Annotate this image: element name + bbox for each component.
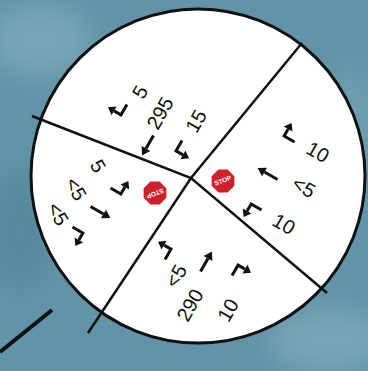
road-divider [32,116,327,293]
road-divider [88,43,302,333]
volume-count: 295 [143,94,177,133]
volume-count: <5 [162,261,191,291]
through-arrow [255,164,280,184]
through-arrow [138,133,158,158]
stop-sign [206,164,240,198]
volume-count: 10 [269,210,298,238]
volume-count: 10 [214,295,242,324]
volume-count: 5 [129,82,152,102]
map-texture [0,5,368,370]
turn-arrow [152,237,173,259]
volume-count: 10 [303,138,332,166]
turn-arrow [110,175,132,196]
volume-count: <5 [62,174,91,204]
callout-circle [31,9,365,343]
leader-line [0,310,52,352]
through-arrow [196,249,216,274]
volume-count: <5 [44,199,73,229]
turn-arrow [174,140,195,162]
through-arrow [88,202,113,222]
turn-arrow [280,120,302,141]
volume-count: 290 [173,286,207,325]
turn-arrow [232,261,253,283]
volume-count: 5 [87,156,110,176]
stop-sign-text: STOP [146,187,165,199]
turn-arrow [65,227,87,248]
stop-sign [138,176,172,210]
turn-arrow [105,97,126,119]
turn-arrow [239,202,261,223]
stop-sign-text: STOP [214,175,233,187]
volume-count: <5 [289,173,319,202]
volume-count: 15 [182,106,210,135]
